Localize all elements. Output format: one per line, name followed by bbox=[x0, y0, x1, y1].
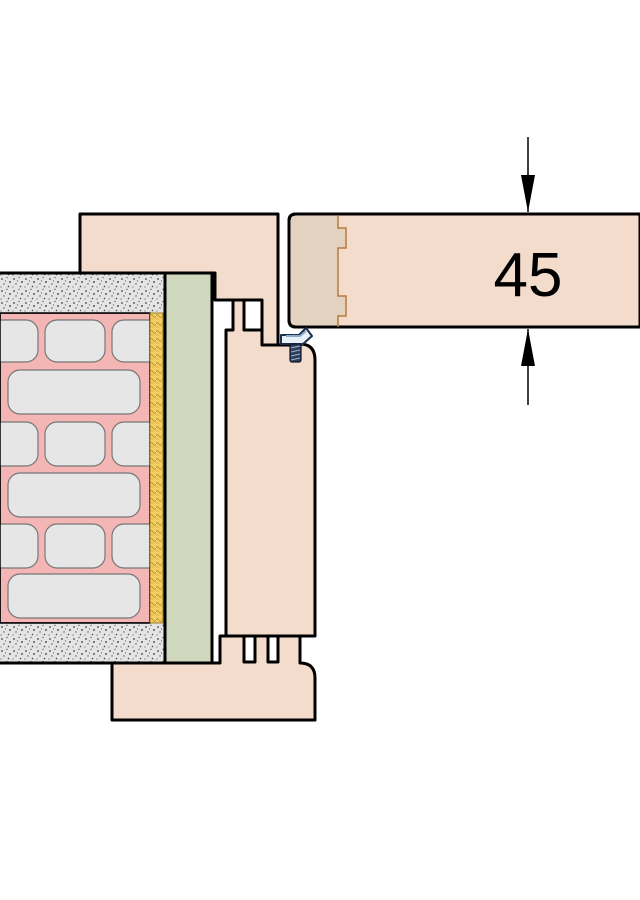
dimension-arrow-up-icon bbox=[521, 329, 535, 366]
dimension-label: 45 bbox=[494, 241, 563, 310]
rebate-seal bbox=[280, 327, 313, 345]
frame-architrave-bottom bbox=[110, 634, 317, 722]
dimension-door-thickness: 45 bbox=[494, 137, 563, 405]
door-edge-band-line bbox=[337, 216, 347, 327]
frame-lining-board bbox=[224, 298, 317, 664]
dimension-arrow-down-icon bbox=[521, 175, 535, 212]
door-leaf-outline-left bbox=[287, 212, 297, 329]
insulation-strip bbox=[149, 312, 164, 624]
board-lining bbox=[163, 271, 214, 665]
screw-icon bbox=[289, 343, 302, 363]
wall-masonry bbox=[0, 313, 150, 623]
door-edge-band bbox=[291, 216, 346, 325]
